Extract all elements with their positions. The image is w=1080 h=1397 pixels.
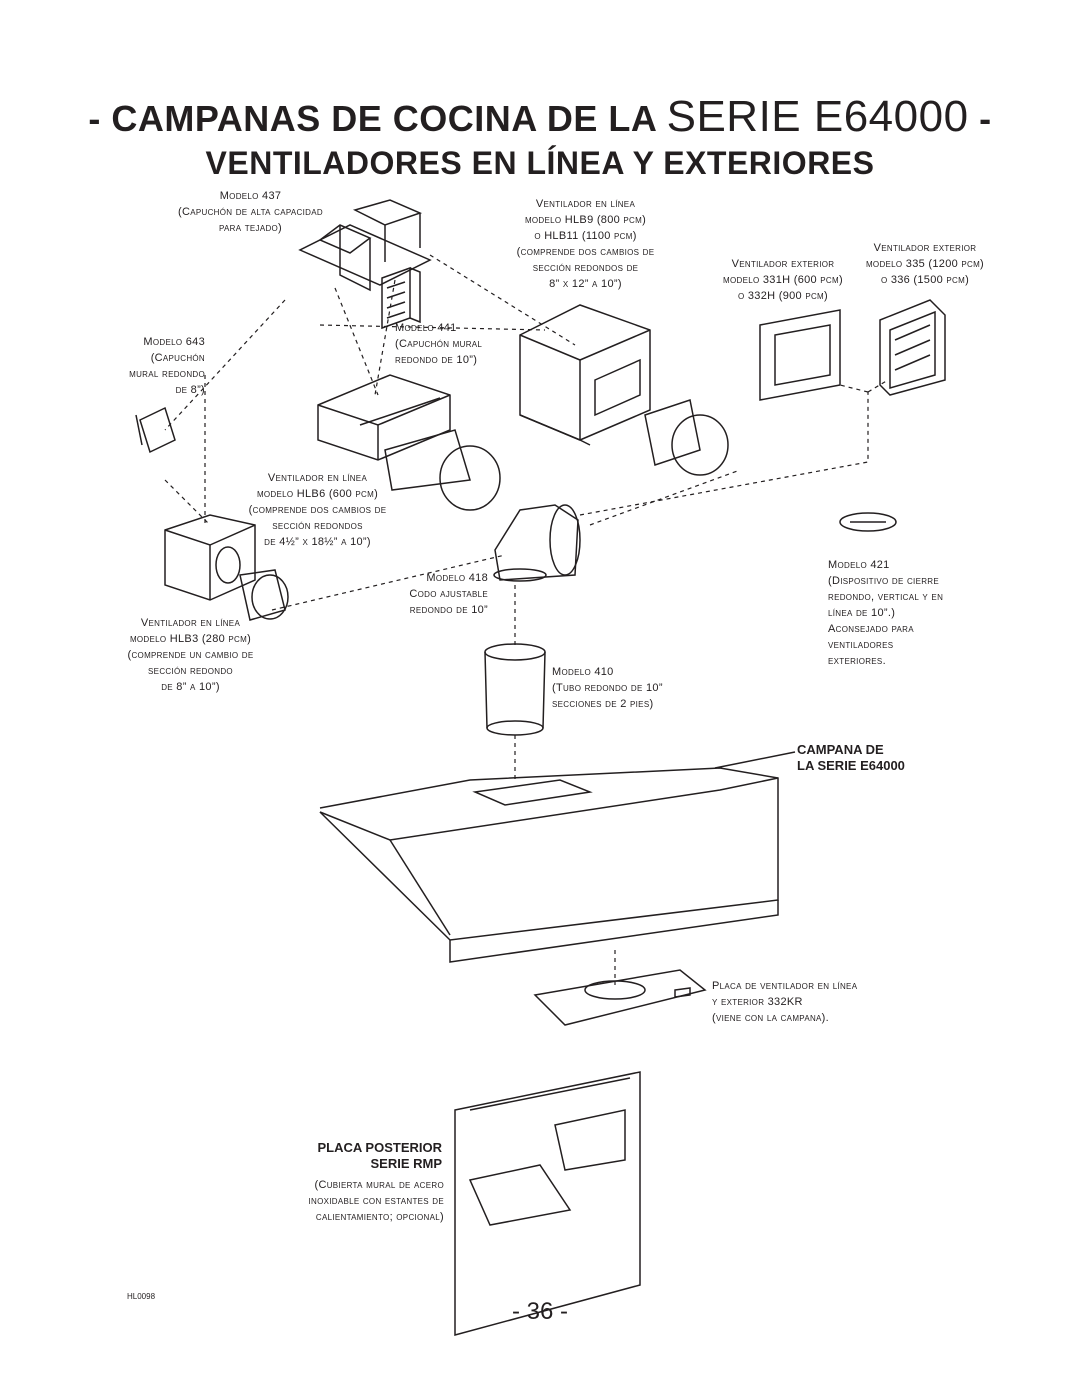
- connection-lines: [164, 254, 889, 985]
- hlb6-transition-collar-icon: [384, 429, 501, 511]
- hlb6-fan-box-icon: [317, 374, 451, 461]
- hlb3-fan-box-icon: [164, 514, 256, 601]
- hlb9-round-collar-icon: [644, 399, 729, 476]
- exterior-fan-335-icon: [879, 299, 946, 396]
- model-410-pipe-icon: [484, 643, 546, 736]
- model-441-wall-cap-icon: [381, 266, 421, 330]
- plate-332kr-icon: [533, 969, 707, 1026]
- page-subtitle: VENTILADORES EN LÍNEA Y EXTERIORES: [205, 145, 875, 181]
- model-418-elbow-icon: [493, 504, 581, 582]
- hlb9-fan-box-icon: [519, 304, 651, 446]
- exterior-fan-331h-icon: [759, 309, 841, 401]
- rmp-backsplash-icon: [454, 1071, 641, 1336]
- model-437-roof-cap-icon: [298, 199, 432, 292]
- model-421-damper-icon: [839, 512, 897, 532]
- figure-code: HL0098: [127, 1292, 156, 1301]
- hlb3-round-collar-icon: [239, 569, 289, 621]
- range-hood-icon: [319, 751, 796, 963]
- label-model-410: Modelo 410(Tubo redondo de 10”secciones …: [552, 666, 663, 710]
- page-title: - CAMPANAS DE COCINA DE LA SERIE E64000 …: [88, 92, 992, 141]
- page-number: - 36 -: [511, 1298, 568, 1325]
- model-643-wall-cap-icon: [135, 406, 176, 454]
